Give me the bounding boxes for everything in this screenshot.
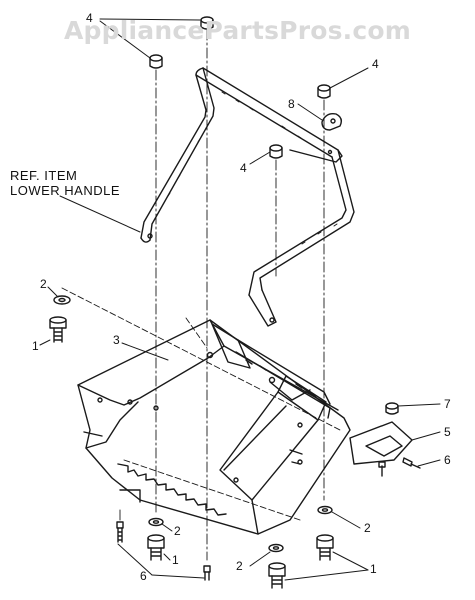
washer-bottom-right — [317, 505, 333, 515]
callout-4-right: 4 — [372, 57, 379, 71]
pivot-bracket — [349, 402, 413, 465]
callout-4-middle: 4 — [240, 161, 247, 175]
callout-1-left: 1 — [32, 339, 39, 353]
screw-bottom-center — [203, 565, 211, 581]
bolt-left — [49, 316, 67, 343]
bolt-bottom-mid — [268, 562, 286, 589]
reference-label-line1: REF. ITEM — [10, 168, 78, 183]
callout-2-bottom-left: 2 — [174, 524, 181, 538]
reference-label: REF. ITEM LOWER HANDLE — [10, 168, 120, 198]
leader-lines — [39, 18, 441, 581]
washer-left — [53, 295, 71, 305]
bolt-bottom-right — [316, 534, 334, 561]
callout-7: 7 — [444, 397, 451, 411]
knob-left — [149, 54, 163, 69]
callout-4-top: 4 — [86, 11, 93, 25]
callout-6-right: 6 — [444, 453, 451, 467]
screw-right-bottom — [378, 461, 386, 477]
washer-bottom-left — [148, 517, 164, 527]
knob-middle — [269, 144, 283, 159]
knob-right — [317, 84, 331, 99]
washer-bottom-mid — [268, 543, 284, 553]
watermark-text: AppliancePartsPros.com — [63, 16, 412, 45]
callout-1-bottom-left: 1 — [172, 553, 179, 567]
screw-bottom-left — [116, 521, 124, 543]
screw-right-top — [402, 457, 421, 469]
callout-2-bottom-mid: 2 — [236, 559, 243, 573]
lower-frame-bracket — [77, 319, 351, 535]
reference-label-line2: LOWER HANDLE — [10, 183, 121, 198]
callout-6-bottom: 6 — [140, 569, 147, 583]
callout-8: 8 — [288, 97, 295, 111]
bolt-bottom-left — [147, 534, 165, 561]
callout-2-left: 2 — [40, 277, 47, 291]
callout-1-bottom-right: 1 — [370, 562, 377, 576]
callout-3: 3 — [113, 333, 120, 347]
knob-top — [200, 16, 214, 30]
handle-frame — [140, 67, 355, 327]
callout-2-bottom-right: 2 — [364, 521, 371, 535]
knob-group — [149, 16, 331, 159]
callout-5: 5 — [444, 425, 451, 439]
